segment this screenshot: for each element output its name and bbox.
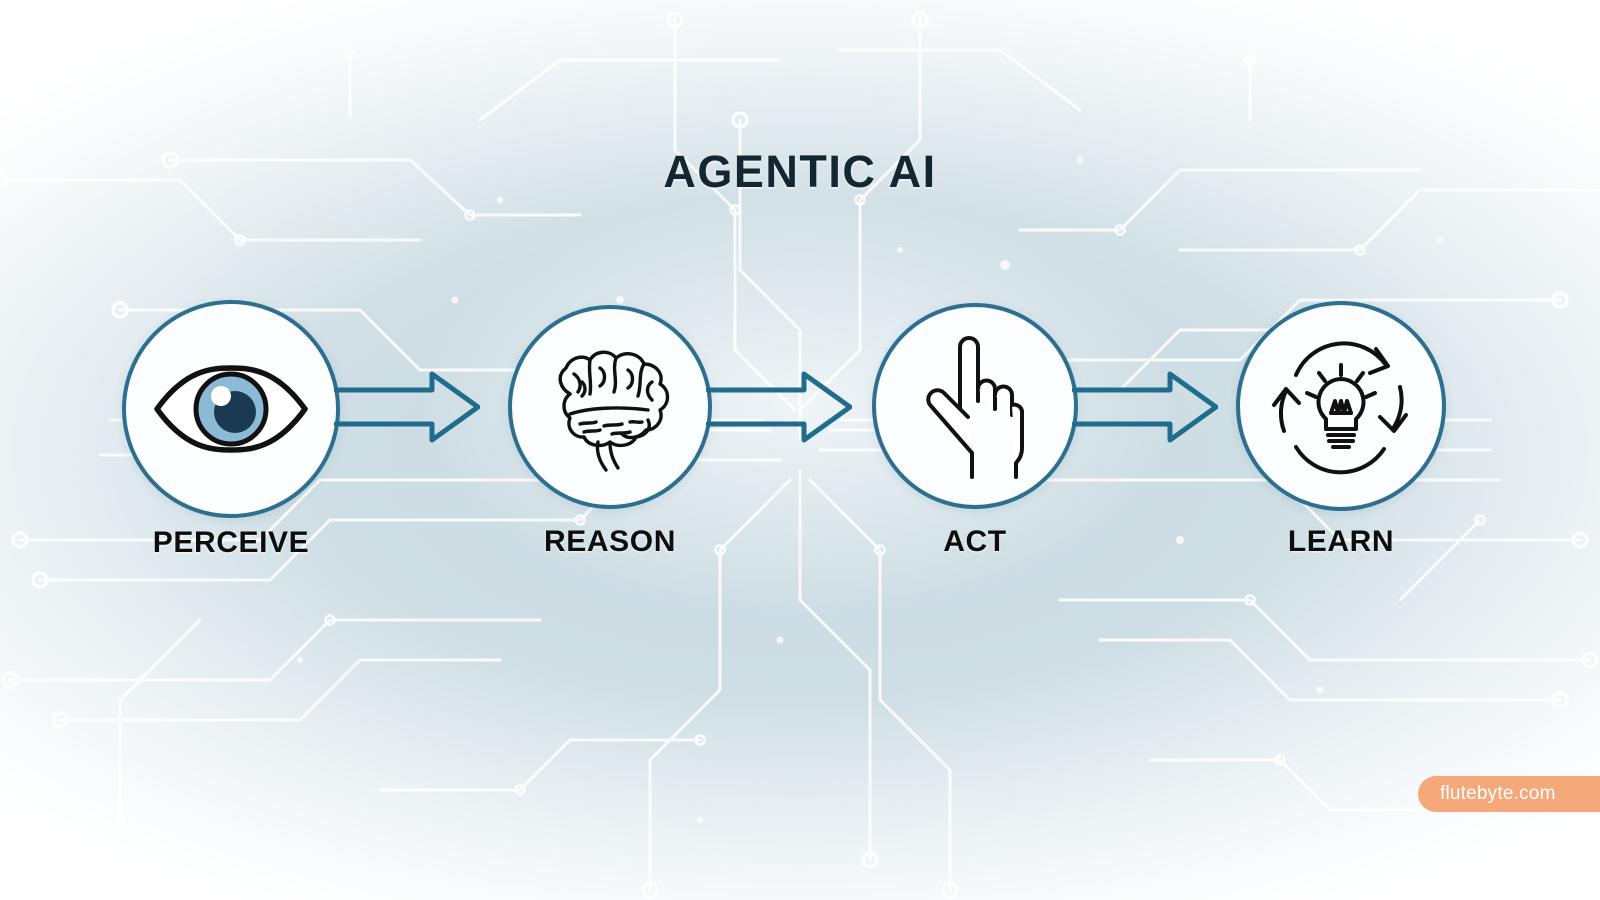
perceive-circle [122, 300, 340, 518]
watermark-label: flutebyte.com [1440, 783, 1556, 804]
learn-circle [1236, 301, 1446, 511]
page-title: AGENTIC AI [663, 146, 937, 197]
flow-node-label-perceive: PERCEIVE [152, 526, 310, 559]
lightbulb-cycle-icon [1272, 341, 1408, 475]
flow-connector-reason-to-act [706, 371, 852, 443]
flow-node-reason[interactable]: REASON [508, 305, 712, 558]
watermark-badge[interactable]: flutebyte.com [1418, 776, 1600, 812]
pointing-hand-icon [926, 336, 1024, 479]
flow-connector-perceive-to-reason [334, 371, 480, 443]
flow-node-act[interactable]: ACT [872, 303, 1078, 558]
flow-connector-act-to-learn [1072, 371, 1218, 443]
flow-node-label-reason: REASON [544, 525, 676, 558]
arrow-right-icon [1072, 371, 1218, 443]
act-circle [872, 303, 1078, 509]
flow-node-label-act: ACT [943, 525, 1007, 558]
flow-node-learn[interactable]: LEARN [1236, 301, 1446, 558]
flow-node-perceive[interactable]: PERCEIVE [122, 300, 340, 559]
reason-circle [508, 305, 712, 509]
flow-node-label-learn: LEARN [1287, 525, 1395, 558]
arrow-right-icon [334, 371, 480, 443]
eye-icon [154, 365, 308, 453]
arrow-right-icon [706, 371, 852, 443]
brain-icon [558, 350, 670, 472]
